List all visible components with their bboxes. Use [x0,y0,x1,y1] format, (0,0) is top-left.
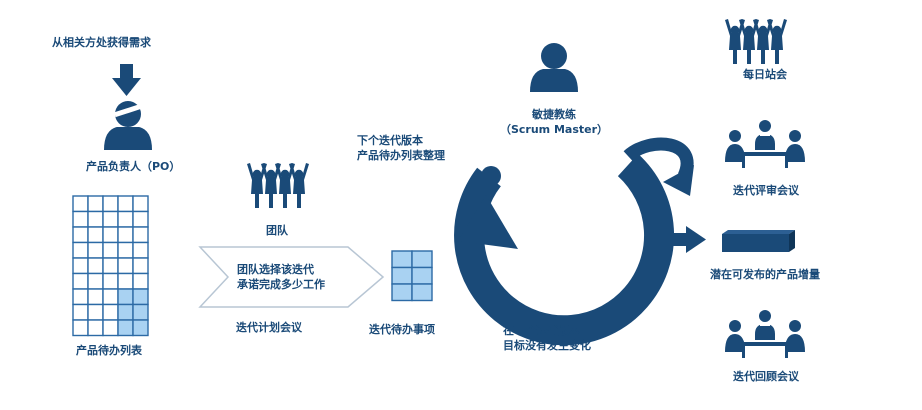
grid-cell [72,272,89,290]
sprint-planning-label: 迭代计划会议 [236,321,302,334]
scrum-master-person-icon [530,43,578,92]
grid-cell [72,195,89,213]
grid-cell [102,241,119,259]
grid-cell [102,303,119,321]
next-refine-line1: 下个迭代版本 [357,134,423,147]
grid-cell [72,288,89,306]
increment-label: 潜在可发布的产品增量 [710,268,820,281]
scrum-master-line1: 敏捷教练 [532,108,576,121]
grid-cell [102,226,119,244]
grid-cell [87,319,104,337]
sprint-backlog-label: 迭代待办事项 [369,323,435,336]
grid-cell [102,272,119,290]
product-backlog-label: 产品待办列表 [76,344,142,357]
requirements-arrow-down-icon [112,64,141,96]
daily-standup-label: 每日站会 [743,68,787,81]
grid-cell [72,319,89,337]
grid-cell [132,288,149,306]
sprint-duration: （1-4周） [528,227,602,245]
requirements-label: 从相关方处获得需求 [52,36,151,49]
grid-cell [132,210,149,228]
grid-cell [87,303,104,321]
grid-cell [117,241,134,259]
grid-cell [102,210,119,228]
grid-cell [117,210,134,228]
grid-cell [132,272,149,290]
team-label: 团队 [266,224,288,237]
retrospective-meeting-icon [725,310,805,358]
sprint-review-meeting-icon [725,120,805,168]
grid-cell [87,272,104,290]
grid-cell [87,257,104,275]
grid-cell [117,303,134,321]
grid-cell [102,195,119,213]
product-owner-label: 产品负责人（PO） [86,160,181,173]
sprint-planning-chevron [198,246,385,308]
product-backlog-grid [72,195,149,337]
grid-cell [132,319,149,337]
grid-cell [391,266,413,285]
team-select-line1: 团队选择该迭代 [237,263,314,276]
grid-cell [132,195,149,213]
grid-cell [117,319,134,337]
grid-cell [102,288,119,306]
grid-cell [72,257,89,275]
grid-cell [72,241,89,259]
product-increment-box-icon [722,230,795,252]
grid-cell [72,226,89,244]
daily-standup-team-icon [725,19,787,64]
grid-cell [87,288,104,306]
grid-cell [72,303,89,321]
sprint-cycle-arrow [454,153,675,346]
next-refine-line2: 产品待办列表整理 [357,149,445,162]
sprint-title: 迭代 [549,207,580,225]
grid-cell [391,283,413,302]
team-cheer-icon [247,163,309,208]
team-select-line2: 承诺完成多少工作 [237,278,325,291]
retrospective-label: 迭代回顾会议 [733,370,799,383]
grid-cell [87,195,104,213]
grid-cell [87,241,104,259]
grid-cell [132,241,149,259]
grid-cell [411,283,433,302]
grid-cell [87,210,104,228]
grid-cell [117,272,134,290]
grid-cell [72,210,89,228]
grid-cell [391,250,413,269]
grid-cell [117,226,134,244]
product-owner-person-icon [104,101,152,150]
sprint-review-label: 迭代评审会议 [733,184,799,197]
grid-cell [411,266,433,285]
grid-cell [132,303,149,321]
grid-cell [411,250,433,269]
no-change-line1: 在一个迭代版本中 [503,324,591,337]
scrum-master-line2: （Scrum Master） [499,123,609,136]
grid-cell [117,195,134,213]
grid-cell [132,226,149,244]
grid-cell [117,257,134,275]
sprint-backlog-grid [391,250,433,302]
grid-cell [102,257,119,275]
increment-arrow-icon [662,226,706,253]
grid-cell [87,226,104,244]
grid-cell [117,288,134,306]
grid-cell [132,257,149,275]
no-change-line2: 目标没有发生变化 [503,339,591,352]
grid-cell [102,319,119,337]
daily-cycle-arrow [623,137,694,196]
